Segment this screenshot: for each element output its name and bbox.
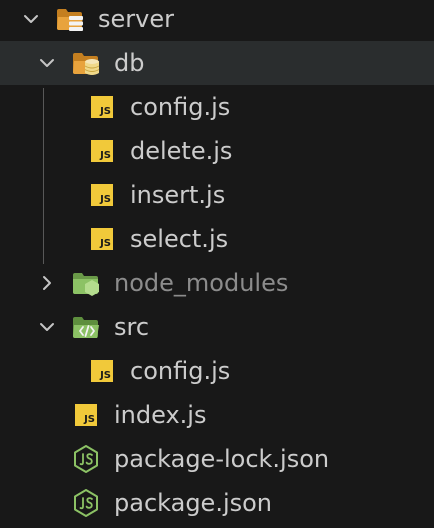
folder-node-icon [71, 268, 101, 298]
js-badge-text: JS [84, 414, 95, 425]
js-badge: JS [91, 360, 113, 382]
tree-item-src[interactable]: src [0, 305, 434, 349]
tree-item-package-json[interactable]: package.json [0, 481, 434, 525]
js-file-icon: JS [87, 356, 117, 386]
tree-item-select-js[interactable]: JS select.js [0, 217, 434, 261]
tree-item-node-modules[interactable]: node_modules [0, 261, 434, 305]
tree-item-label: package.json [114, 489, 273, 517]
chevron-down-icon[interactable] [16, 4, 46, 34]
js-file-icon: JS [87, 224, 117, 254]
chevron-down-icon[interactable] [32, 312, 62, 342]
js-file-icon: JS [87, 92, 117, 122]
tree-item-label: delete.js [130, 137, 233, 165]
tree-item-index-js[interactable]: JS index.js [0, 393, 434, 437]
folder-server-open-icon [55, 4, 85, 34]
chevron-right-icon[interactable] [32, 268, 62, 298]
tree-item-label: db [114, 49, 145, 77]
tree-item-label: insert.js [130, 181, 226, 209]
tree-item-db[interactable]: db [0, 41, 434, 85]
js-badge-text: JS [100, 194, 111, 205]
tree-item-config-js[interactable]: JS config.js [0, 85, 434, 129]
tree-item-insert-js[interactable]: JS insert.js [0, 173, 434, 217]
tree-item-label: select.js [130, 225, 229, 253]
tree-item-label: src [114, 313, 150, 341]
tree-item-label: config.js [130, 357, 231, 385]
nodejs-file-icon [71, 488, 101, 518]
js-badge: JS [75, 404, 97, 426]
js-file-icon: JS [71, 400, 101, 430]
js-badge: JS [91, 184, 113, 206]
js-badge-text: JS [100, 238, 111, 249]
tree-item-label: server [98, 5, 174, 33]
tree-item-src-config-js[interactable]: JS config.js [0, 349, 434, 393]
js-file-icon: JS [87, 180, 117, 210]
chevron-down-icon[interactable] [32, 48, 62, 78]
folder-db-open-icon [71, 48, 101, 78]
js-badge-text: JS [100, 150, 111, 161]
nodejs-file-icon [71, 444, 101, 474]
tree-item-label: index.js [114, 401, 207, 429]
tree-item-package-lock-json[interactable]: package-lock.json [0, 437, 434, 481]
tree-item-label: node_modules [114, 269, 289, 297]
tree-item-label: package-lock.json [114, 445, 330, 473]
indent-guide-db [43, 88, 44, 264]
js-badge-text: JS [100, 370, 111, 381]
tree-item-delete-js[interactable]: JS delete.js [0, 129, 434, 173]
tree-item-server[interactable]: server [0, 0, 434, 41]
tree-item-label: config.js [130, 93, 231, 121]
js-badge: JS [91, 140, 113, 162]
js-file-icon: JS [87, 136, 117, 166]
js-badge: JS [91, 96, 113, 118]
js-badge: JS [91, 228, 113, 250]
folder-src-open-icon [71, 312, 101, 342]
js-badge-text: JS [100, 106, 111, 117]
